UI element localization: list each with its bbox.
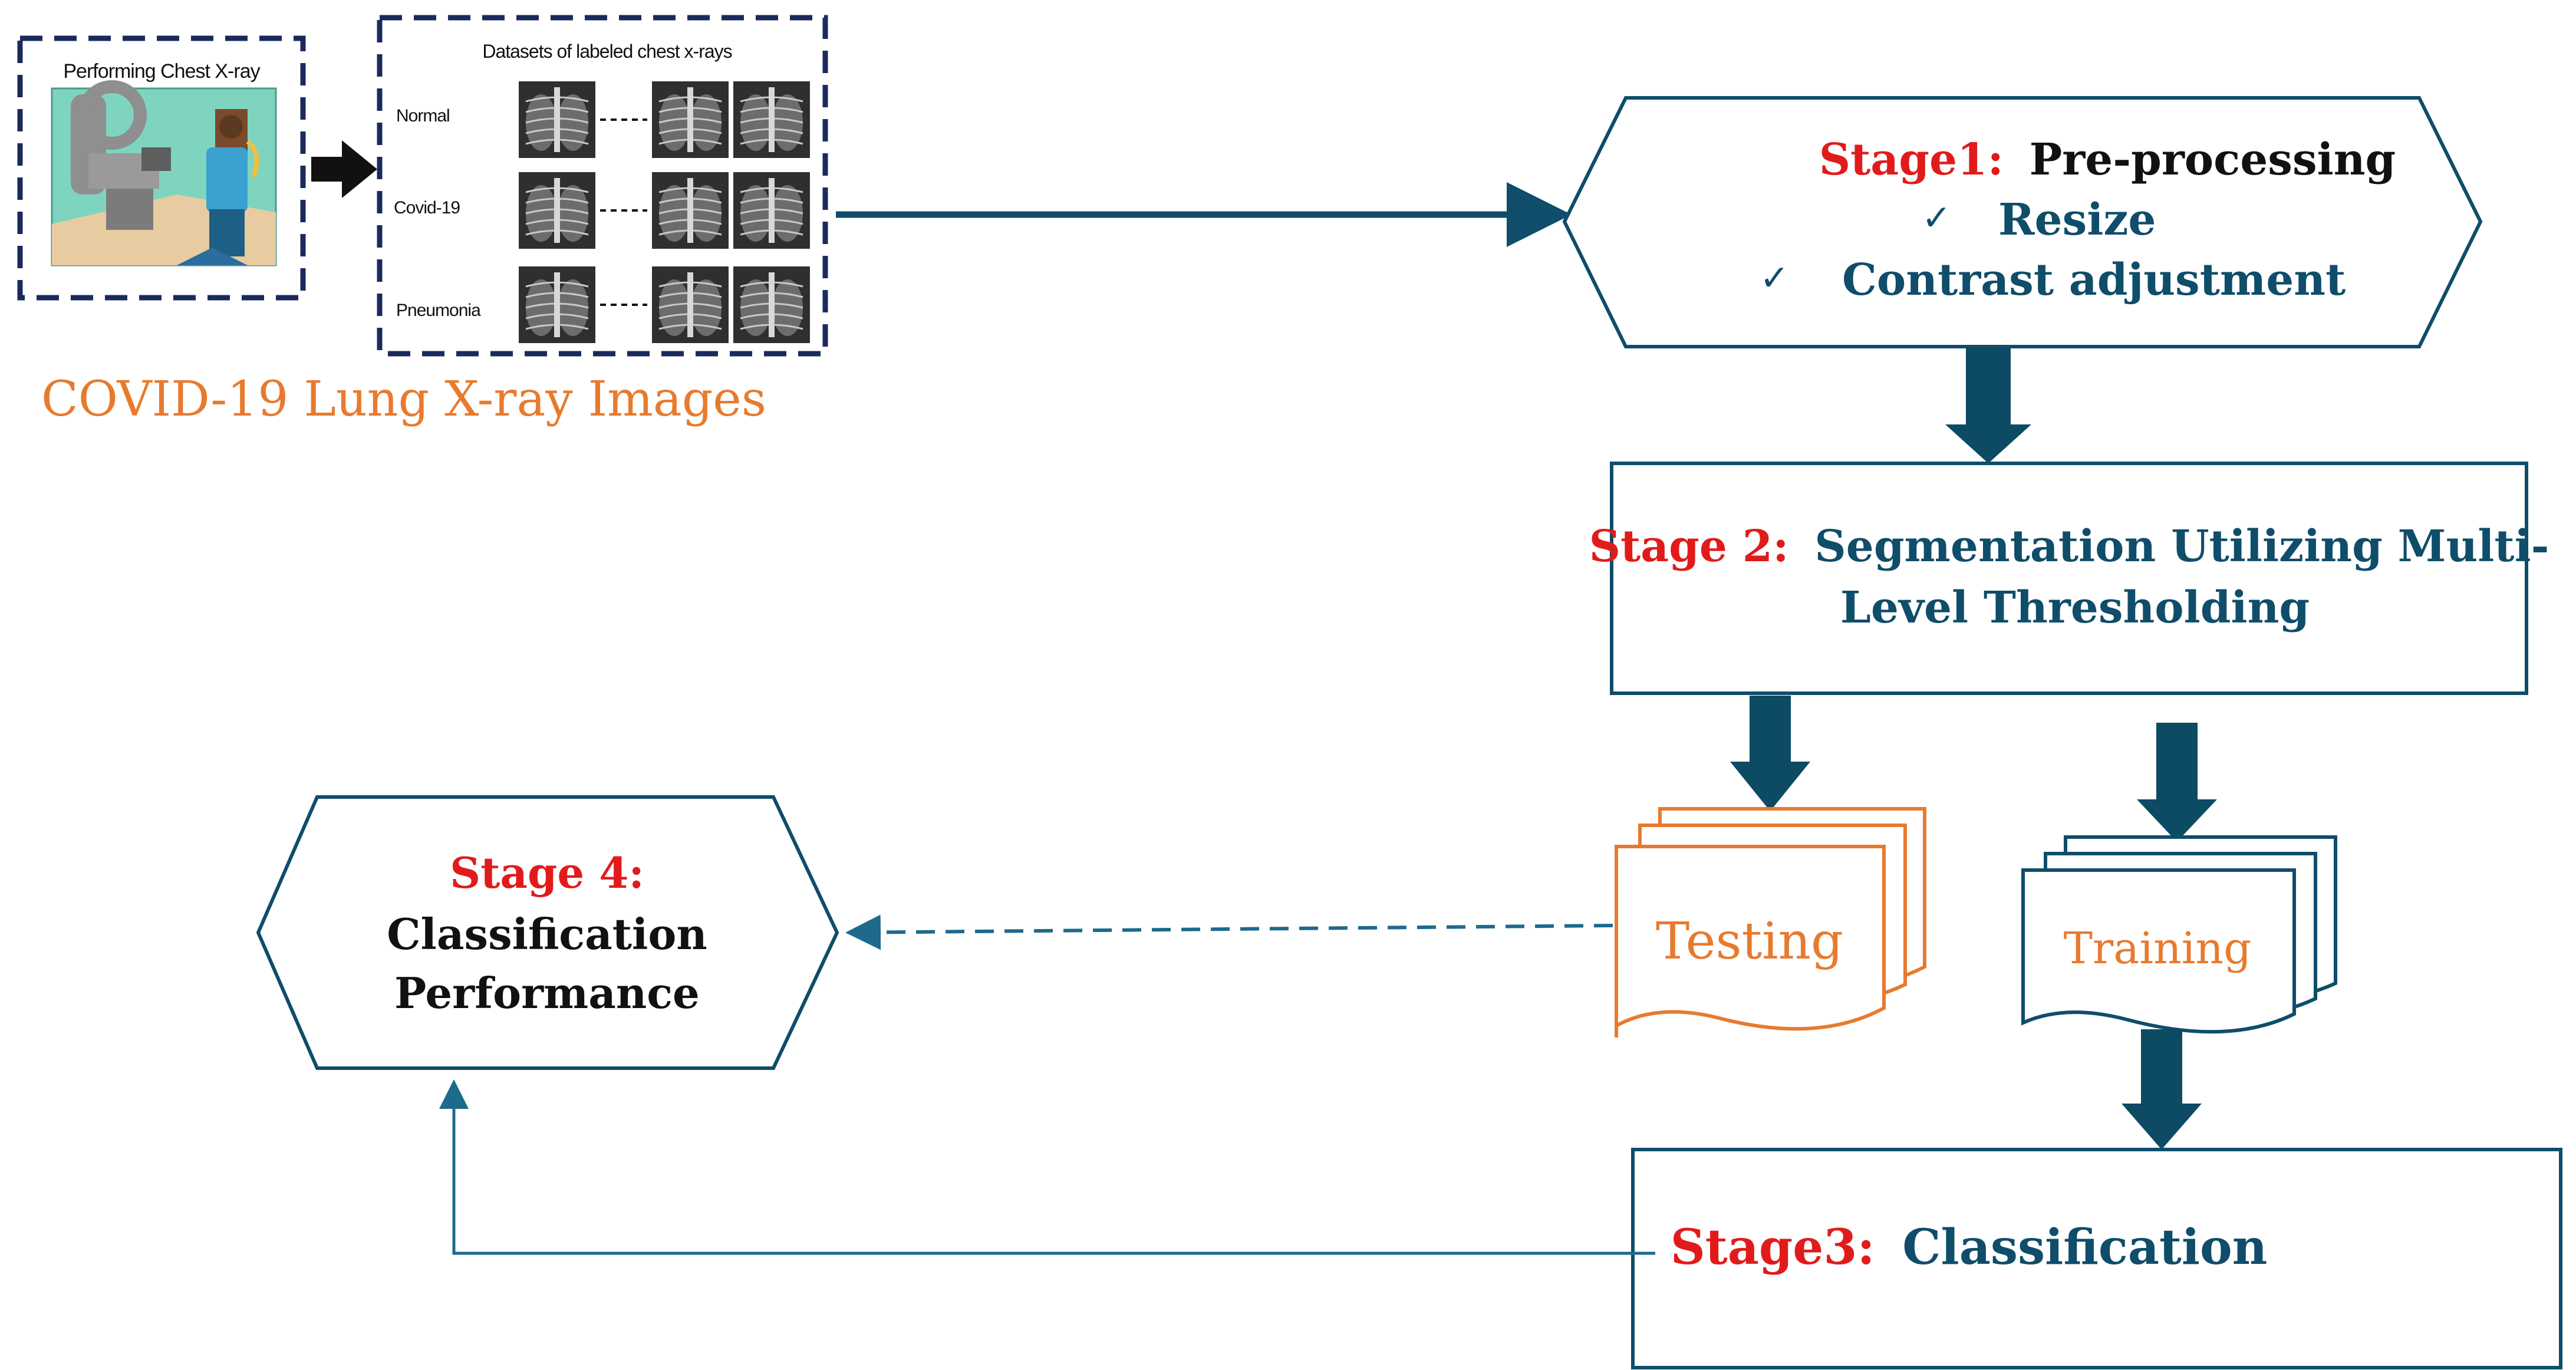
testing-label: Testing [1656, 912, 1843, 971]
stage1-prefix: Stage1: [1819, 134, 2004, 185]
stage4-line2: Performance [394, 968, 700, 1018]
stage2-prefix: Stage 2: [1589, 521, 1789, 572]
stage1-item-contrast: Contrast adjustment [1842, 255, 2346, 305]
chest-xray-thumbnail [733, 81, 810, 158]
row-label-pneumonia: Pneumonia [396, 301, 481, 320]
stage4-prefix: Stage 4: [450, 848, 644, 898]
performing-xray-panel: Performing Chest X-ray [17, 35, 306, 301]
input-to-datasets-arrow [311, 140, 377, 198]
testing-documents: Testing [1615, 807, 1926, 1038]
chest-xray-thumbnail [519, 81, 595, 158]
row-label-normal: Normal [396, 106, 450, 126]
stage3-title: Classification [1902, 1219, 2267, 1276]
stage2-line2: Level Thresholding [1840, 582, 2310, 633]
svg-text:Stage1: Pre-processing: Stage1: Pre-processing [1819, 134, 2396, 185]
training-to-stage3-arrow [2122, 1029, 2202, 1150]
stage2-line1: Segmentation Utilizing Multi- [1814, 521, 2549, 572]
stage1-check-icon: ✓ [1922, 198, 1951, 238]
stage4-line1: Classification [387, 909, 707, 959]
stage1-box: Stage1: Pre-processing ✓ Resize ✓ Contra… [1562, 96, 2483, 348]
stage2-to-training-arrow [2137, 723, 2217, 842]
stage1-item-resize: Resize [1998, 195, 2156, 245]
xray-thumbnail-grid [519, 81, 810, 343]
xray-machine-illustration [51, 80, 277, 266]
chest-xray-thumbnail [733, 172, 810, 249]
chest-xray-thumbnail [652, 172, 729, 249]
stage1-check-icon-2: ✓ [1760, 258, 1789, 298]
testing-to-stage4-arrow [845, 914, 1613, 950]
training-label: Training [2064, 923, 2252, 974]
performing-xray-title: Performing Chest X-ray [63, 60, 260, 83]
svg-text:Stage 2: Segmentation Ut: Stage 2: Segmentation Utilizing Multi- [1589, 521, 2549, 572]
training-documents: Training [2021, 835, 2337, 1034]
chest-xray-thumbnail [519, 266, 595, 343]
chest-xray-thumbnail [652, 266, 729, 343]
stage3-to-stage4-arrow [439, 1079, 1655, 1255]
stage2-to-testing-arrow [1730, 696, 1810, 811]
datasets-title: Datasets of labeled chest x-rays [482, 41, 732, 62]
stage1-to-stage2-arrow [1945, 348, 2031, 463]
stage3-box: Stage3: Classification [1631, 1148, 2562, 1369]
datasets-panel: Datasets of labeled chest x-rays Normal … [377, 15, 828, 357]
stage3-prefix: Stage3: [1671, 1219, 1875, 1276]
chest-xray-thumbnail [519, 172, 595, 249]
stage2-box: Stage 2: Segmentation Utilizing Multi- L… [1589, 462, 2549, 695]
chest-xray-thumbnail [733, 266, 810, 343]
stage1-title: Pre-processing [2030, 134, 2396, 185]
chest-xray-thumbnail [652, 81, 729, 158]
stage4-box: Stage 4: Classification Performance [256, 795, 839, 1070]
svg-text:Stage3: Classification: Stage3: Classification [1671, 1219, 2268, 1276]
row-label-covid: Covid-19 [394, 198, 460, 218]
input-caption: COVID-19 Lung X-ray Images [41, 371, 766, 427]
